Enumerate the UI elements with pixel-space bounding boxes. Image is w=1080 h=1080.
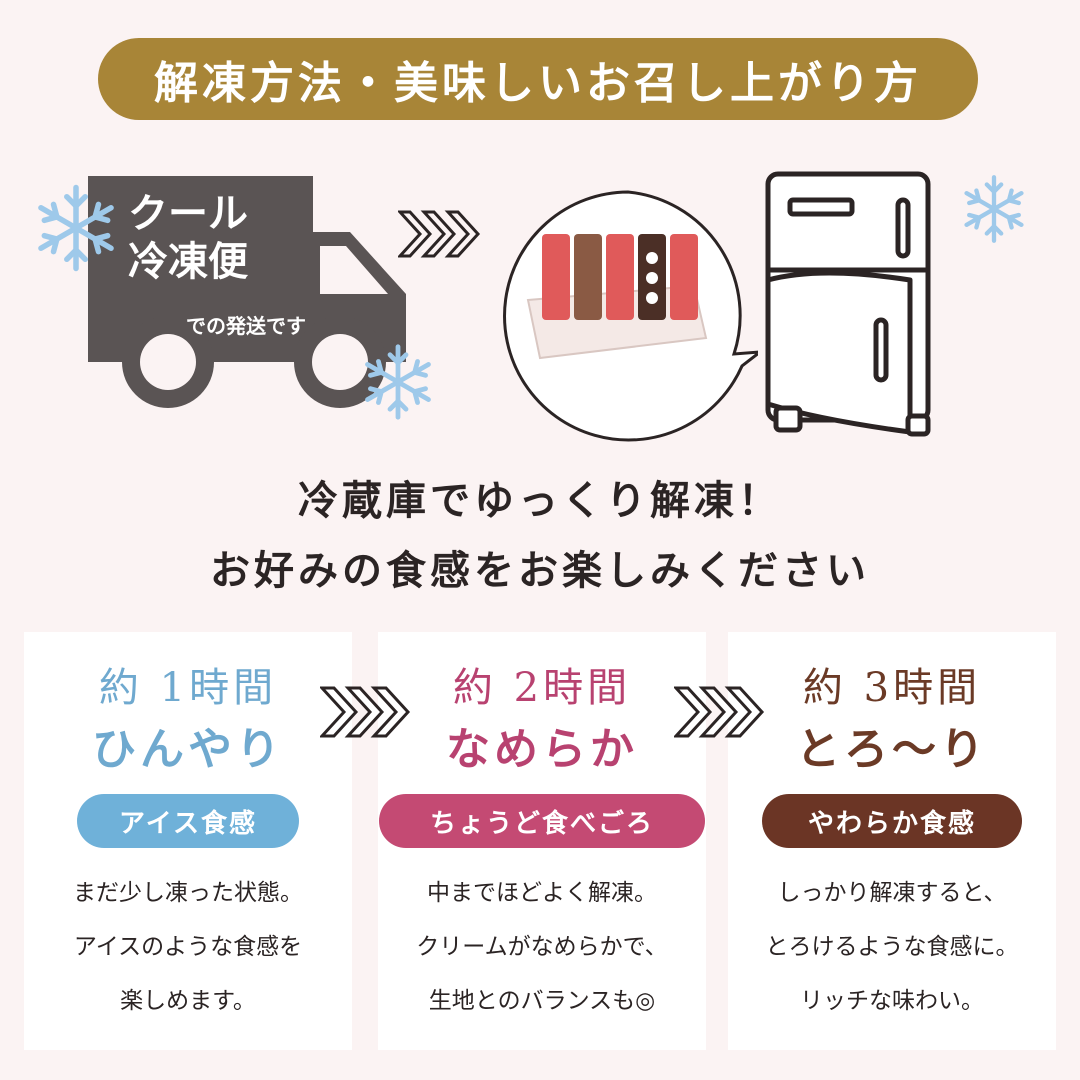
- card-description: まだ少し凍った状態。 アイスのような食感を 楽しめます。: [24, 866, 352, 1028]
- card-desc-line: とろけるような食感に。: [765, 934, 1019, 960]
- product-photo: [526, 234, 708, 360]
- card-feel: ひんやり: [92, 724, 284, 775]
- truck-sub-label: での発送です: [186, 314, 306, 338]
- page-title: 解凍方法・美味しいお召し上がり方: [154, 58, 922, 109]
- card-time: 約 1時間: [98, 665, 278, 711]
- card-badge: アイス食感: [77, 794, 299, 848]
- card-2-hours: 約 2時間 なめらか ちょうど食べごろ 中までほどよく解凍。 クリームがなめらか…: [378, 632, 706, 1050]
- page-title-banner: 解凍方法・美味しいお召し上がり方: [98, 38, 978, 120]
- chevron-right-icon: [320, 686, 411, 738]
- chevron-right-icon: [674, 686, 765, 738]
- product-bubble: [503, 190, 758, 442]
- truck-label-line1: クール: [128, 191, 248, 237]
- snowflake-icon: [964, 175, 1024, 243]
- truck-label-line2: 冷凍便: [128, 239, 248, 285]
- truck-icon: [88, 176, 406, 408]
- card-description: しっかり解凍すると、 とろけるような食感に。 リッチな味わい。: [728, 866, 1056, 1028]
- card-desc-line: クリームがなめらかで、: [416, 934, 668, 960]
- snowflake-icon: [38, 184, 114, 272]
- card-3-hours: 約 3時間 とろ〜り やわらか食感 しっかり解凍すると、 とろけるような食感に。…: [728, 632, 1056, 1050]
- chevron-right-icon: [398, 210, 481, 258]
- snowflake-icon: [365, 344, 431, 420]
- card-desc-line: アイスのような食感を: [73, 934, 303, 960]
- card-desc-line: しっかり解凍すると、: [777, 880, 1007, 906]
- card-desc-line: 生地とのバランスも◎: [428, 988, 656, 1014]
- card-desc-line: リッチな味わい。: [800, 988, 984, 1014]
- card-feel: とろ〜り: [796, 724, 988, 775]
- card-time: 約 3時間: [802, 665, 982, 711]
- card-badge: ちょうど食べごろ: [379, 794, 705, 848]
- card-desc-line: 中までほどよく解凍。: [427, 880, 657, 906]
- message-line2: お好みの食感をお楽しみください: [210, 547, 870, 594]
- card-desc-line: 楽しめます。: [120, 988, 256, 1014]
- card-badge: やわらか食感: [762, 794, 1022, 848]
- message-line1: 冷蔵庫でゆっくり解凍！: [298, 477, 782, 524]
- truck-label: クール 冷凍便: [128, 190, 248, 286]
- card-desc-line: まだ少し凍った状態。: [73, 880, 303, 906]
- card-feel: なめらか: [446, 724, 638, 775]
- fridge-icon: [765, 171, 931, 437]
- card-1-hour: 約 1時間 ひんやり アイス食感 まだ少し凍った状態。 アイスのような食感を 楽…: [24, 632, 352, 1050]
- card-description: 中までほどよく解凍。 クリームがなめらかで、 生地とのバランスも◎: [378, 866, 706, 1028]
- card-time: 約 2時間: [452, 665, 632, 711]
